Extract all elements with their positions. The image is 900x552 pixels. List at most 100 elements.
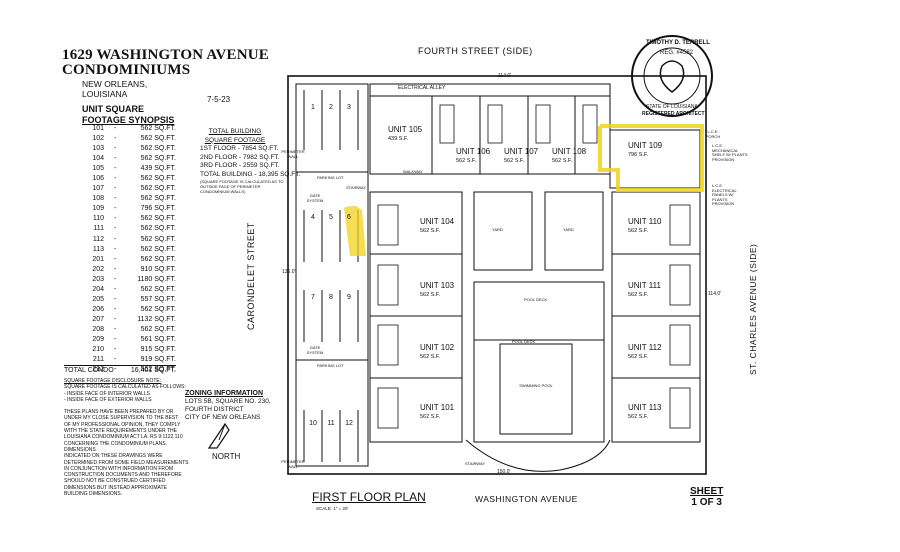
building-square-footage: TOTAL BUILDING SQUARE FOOTAGE 1ST FLOOR … [200,128,300,194]
synopsis-row: 101-562 SQ.FT. [64,124,176,134]
disclosure-line: OF MY PROFESSIONAL OPINION, THEY COMPLY [64,421,181,428]
city: NEW ORLEANS, [82,79,148,89]
synopsis-unit: 207 [92,315,104,323]
highlight-parking [344,206,366,256]
synopsis-unit: 109 [92,205,104,213]
synopsis-value: 562 SQ.FT. [140,175,176,183]
parking-space-10: 10 [309,420,317,427]
bsf-heading-1: TOTAL BUILDING [208,128,262,135]
porch-label: L.C.E. PORCH [705,129,721,139]
synopsis-dash: - [114,185,117,193]
parking-space-1: 1 [311,104,315,111]
synopsis-unit: 203 [92,275,104,283]
synopsis-unit: 105 [92,165,104,173]
synopsis-value: 562 SQ.FT. [140,185,176,193]
floor-row: 1ST FLOOR - 7854 SQ.FT. [200,145,300,154]
pool-deck-label: POOL DECK [524,297,548,302]
sheet-number: SHEET 1 OF 3 [690,486,723,508]
parking-space-9: 9 [347,294,351,301]
zoning-heading: ZONING INFORMATION [185,390,264,397]
disclosure-line: DIMENSIONS BUT INSTEAD APPROXIMATE [64,484,167,491]
synopsis-unit: 113 [92,245,104,253]
parking-strip [295,83,369,467]
disclosure-line: - INSIDE FACE OF INTERIOR WALLS [64,390,150,397]
synopsis-value: 562 SQ.FT. [140,155,176,163]
disclosure-line: - INSIDE FACE OF EXTERIOR WALLS [64,396,152,403]
parking-space-8: 8 [329,294,333,301]
disclosure-line: SQUARE FOOTAGE IS CALCULATED AS FOLLOWS: [64,384,186,391]
synopsis-value: 562 SQ.FT. [140,255,176,263]
stairway-label: STAIRWAY [346,185,367,190]
parking-lot-top: PARKING LOT [317,175,344,180]
location: NEW ORLEANS, LOUISIANA [82,79,147,99]
street-top: FOURTH STREET (SIDE) [418,46,533,56]
floor-label: 2ND FLOOR [200,153,238,161]
disclosure-line: LOUISIANA CONDOMINIUM ACT LA. RS 9:1122.… [64,434,183,441]
synopsis-dash: - [114,155,117,163]
synopsis-dash: - [114,295,117,303]
pool-deck-label-2: POOL DECK [512,339,536,344]
synopsis-row: 202-910 SQ.FT. [64,265,176,275]
parking-space-3: 3 [347,104,351,111]
dim-bottom: 150.0' [497,469,511,475]
parking-space-5: 5 [329,214,333,221]
disclosure-line: UNDER MY CLOSE SUPERVISION TO THE BEST [64,415,179,422]
synopsis-row: 107-562 SQ.FT. [64,184,176,194]
state: LOUISIANA [82,89,128,99]
top-units-strip [369,83,611,175]
project-title: 1629 WASHINGTON AVENUE CONDOMINIUMS [62,48,269,78]
property-boundary [287,75,707,475]
synopsis-dash: - [114,245,117,253]
synopsis-unit: 103 [92,145,104,153]
synopsis-unit: 106 [92,175,104,183]
synopsis-row: 109-796 SQ.FT. [64,204,176,214]
synopsis-unit: 110 [92,215,104,223]
synopsis-dash: - [114,135,117,143]
synopsis-dash: - [114,335,117,343]
synopsis-unit: 112 [92,235,104,243]
disclosure-line: WITH THE STATE REQUIREMENTS UNDER THE [64,428,177,435]
disclosure-line: BUILDING DIMENSIONS. [64,491,123,498]
synopsis-unit: 208 [92,325,104,333]
synopsis-value: 562 SQ.FT. [140,305,176,313]
seal-name: TIMOTHY D. TERRELL [646,40,710,46]
disclosure-line: CONSTRUCTION DOCUMENTS AND THEREFORE [64,472,182,479]
dim-left: 136.0' [282,269,296,275]
synopsis-row: 102-562 SQ.FT. [64,134,176,144]
synopsis-row: 105-439 SQ.FT. [64,164,176,174]
north-arrow-icon [207,422,230,449]
pool-deck [473,281,605,443]
synopsis-row: 205-557 SQ.FT. [64,295,176,305]
disclosure-line: THESE PLANS HAVE BEEN PREPARED BY OR [64,409,174,416]
dim-top: 114.0' [498,73,512,79]
zoning-line: FOURTH DISTRICT [185,406,244,413]
synopsis-value: 562 SQ.FT. [140,215,176,223]
synopsis-dash: - [114,285,117,293]
floor-value: - 7982 SQ.FT. [239,153,280,161]
synopsis-dash: - [114,346,117,354]
synopsis-unit: 108 [92,195,104,203]
synopsis-value: 562 SQ.FT. [140,195,176,203]
synopsis-unit: 209 [92,335,104,343]
synopsis-value: 562 SQ.FT. [140,245,176,253]
synopsis-value: 562 SQ.FT. [140,125,176,132]
synopsis-row: 209-561 SQ.FT. [64,335,176,345]
architect-seal-icon [631,35,713,117]
title-line-2: CONDOMINIUMS [62,62,191,78]
swimming-pool-label: SWIMMING POOL [519,383,553,388]
synopsis-value: 796 SQ.FT. [140,205,176,213]
stairway-bottom-label: STAIRWAY [465,461,486,466]
perimeter-wall-top: PERIMETER WALL [281,149,305,159]
synopsis-value: 1132 SQ.FT. [137,315,176,323]
